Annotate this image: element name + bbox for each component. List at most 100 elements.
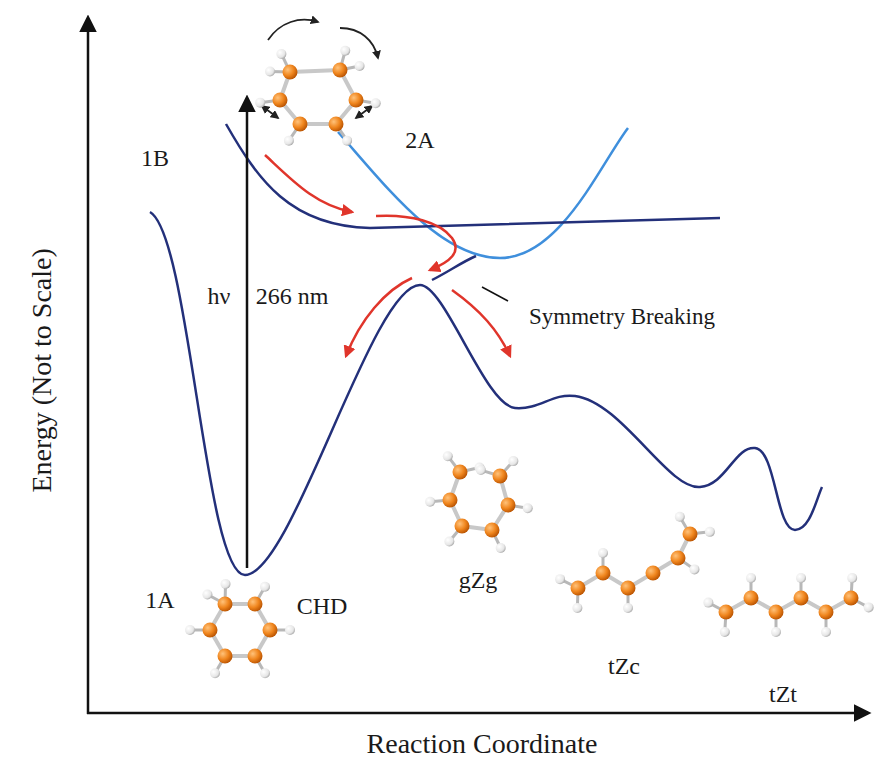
carbon-atom	[794, 591, 809, 606]
hydrogen-atom	[476, 465, 486, 475]
carbon-atom	[719, 605, 734, 620]
hydrogen-atom	[703, 598, 713, 608]
motion-arrow	[356, 106, 372, 118]
hydrogen-atom	[720, 627, 730, 637]
hydrogen-atom	[443, 451, 453, 461]
hydrogen-atom	[496, 543, 506, 553]
hydrogen-atom	[746, 573, 756, 583]
motion-arrow	[268, 20, 318, 40]
carbon-atom	[283, 65, 298, 80]
carbon-atom	[683, 527, 698, 542]
carbon-atom	[819, 605, 834, 620]
carbon-atom	[329, 117, 344, 132]
hydrogen-atom	[508, 456, 518, 466]
cc-bond	[290, 70, 340, 72]
carbon-atom	[844, 591, 859, 606]
carbon-atom	[455, 519, 470, 534]
energy-axis	[87, 18, 90, 714]
hydrogen-atom	[355, 61, 365, 71]
molecule-label: CHD	[297, 593, 348, 619]
carbon-atom	[596, 566, 611, 581]
hydrogen-atom	[572, 603, 582, 613]
axis-title: Reaction Coordinate	[367, 729, 598, 760]
state-label: 1B	[141, 145, 169, 171]
hydrogen-atom	[255, 98, 265, 108]
hydrogen-atom	[675, 512, 685, 522]
carbon-atom	[349, 93, 364, 108]
carbon-atom	[248, 597, 263, 612]
carbon-atom	[646, 566, 661, 581]
molecule	[255, 46, 381, 146]
hydrogen-atom	[864, 602, 874, 612]
carbon-atom	[493, 469, 508, 484]
hydrogen-atom	[265, 66, 275, 76]
hydrogen-atom	[342, 136, 352, 146]
state-2a-curve	[338, 128, 628, 258]
hydrogen-atom	[598, 548, 608, 558]
intersection-seam	[432, 256, 476, 280]
relaxation-arrow	[376, 216, 456, 270]
hydrogen-atom	[276, 49, 286, 59]
carbon-atom	[571, 581, 586, 596]
reaction-axis	[87, 712, 868, 715]
motion-arrow	[340, 28, 378, 58]
hydrogen-atom	[771, 627, 781, 637]
molecule-label: tZc	[608, 653, 640, 679]
hydrogen-atom	[705, 527, 715, 537]
hydrogen-atom	[210, 668, 220, 678]
molecule	[555, 512, 715, 613]
hydrogen-atom	[340, 46, 350, 56]
carbon-atom	[485, 523, 500, 538]
hydrogen-atom	[221, 579, 231, 589]
axis-title: Energy (Not to Scale)	[27, 248, 58, 492]
carbon-atom	[769, 605, 784, 620]
carbon-atom	[333, 63, 348, 78]
hydrogen-atom	[185, 625, 195, 635]
hydrogen-atom	[689, 564, 699, 574]
hydrogen-atom	[284, 136, 294, 146]
carbon-atom	[501, 498, 516, 513]
state-label: 2A	[405, 127, 434, 153]
annotation-label: Symmetry Breaking	[529, 304, 715, 329]
hydrogen-atom	[796, 573, 806, 583]
ground-state-curve	[150, 212, 822, 575]
carbon-atom	[293, 117, 308, 132]
carbon-atom	[203, 623, 218, 638]
relaxation-arrow	[452, 290, 510, 356]
molecule-label: tZt	[769, 681, 797, 707]
hydrogen-atom	[555, 574, 565, 584]
molecule	[703, 573, 873, 637]
hydrogen-atom	[260, 668, 270, 678]
leader-line	[482, 287, 508, 301]
carbon-atom	[671, 551, 686, 566]
molecule	[185, 579, 295, 678]
hydrogen-atom	[821, 627, 831, 637]
carbon-atom	[273, 93, 288, 108]
hydrogen-atom	[371, 98, 381, 108]
hydrogen-atom	[847, 573, 857, 583]
relaxation-arrow	[346, 278, 412, 356]
carbon-atom	[744, 591, 759, 606]
excitation-arrow	[246, 98, 249, 568]
state-label: 1A	[145, 587, 174, 613]
carbon-atom	[621, 581, 636, 596]
hydrogen-atom	[260, 582, 270, 592]
hydrogen-atom	[425, 497, 435, 507]
relaxation-arrow	[265, 155, 352, 212]
carbon-atom	[263, 623, 278, 638]
carbon-atom	[453, 465, 468, 480]
motion-arrow	[262, 106, 278, 118]
state-1b-curve	[226, 124, 720, 228]
carbon-atom	[248, 648, 263, 663]
carbon-atom	[443, 493, 458, 508]
hydrogen-atom	[623, 603, 633, 613]
hydrogen-atom	[523, 503, 533, 513]
wavelength-label: 266 nm	[256, 283, 329, 309]
hydrogen-atom	[202, 589, 212, 599]
molecule	[425, 451, 533, 553]
hydrogen-atom	[444, 536, 454, 546]
carbon-atom	[218, 648, 233, 663]
